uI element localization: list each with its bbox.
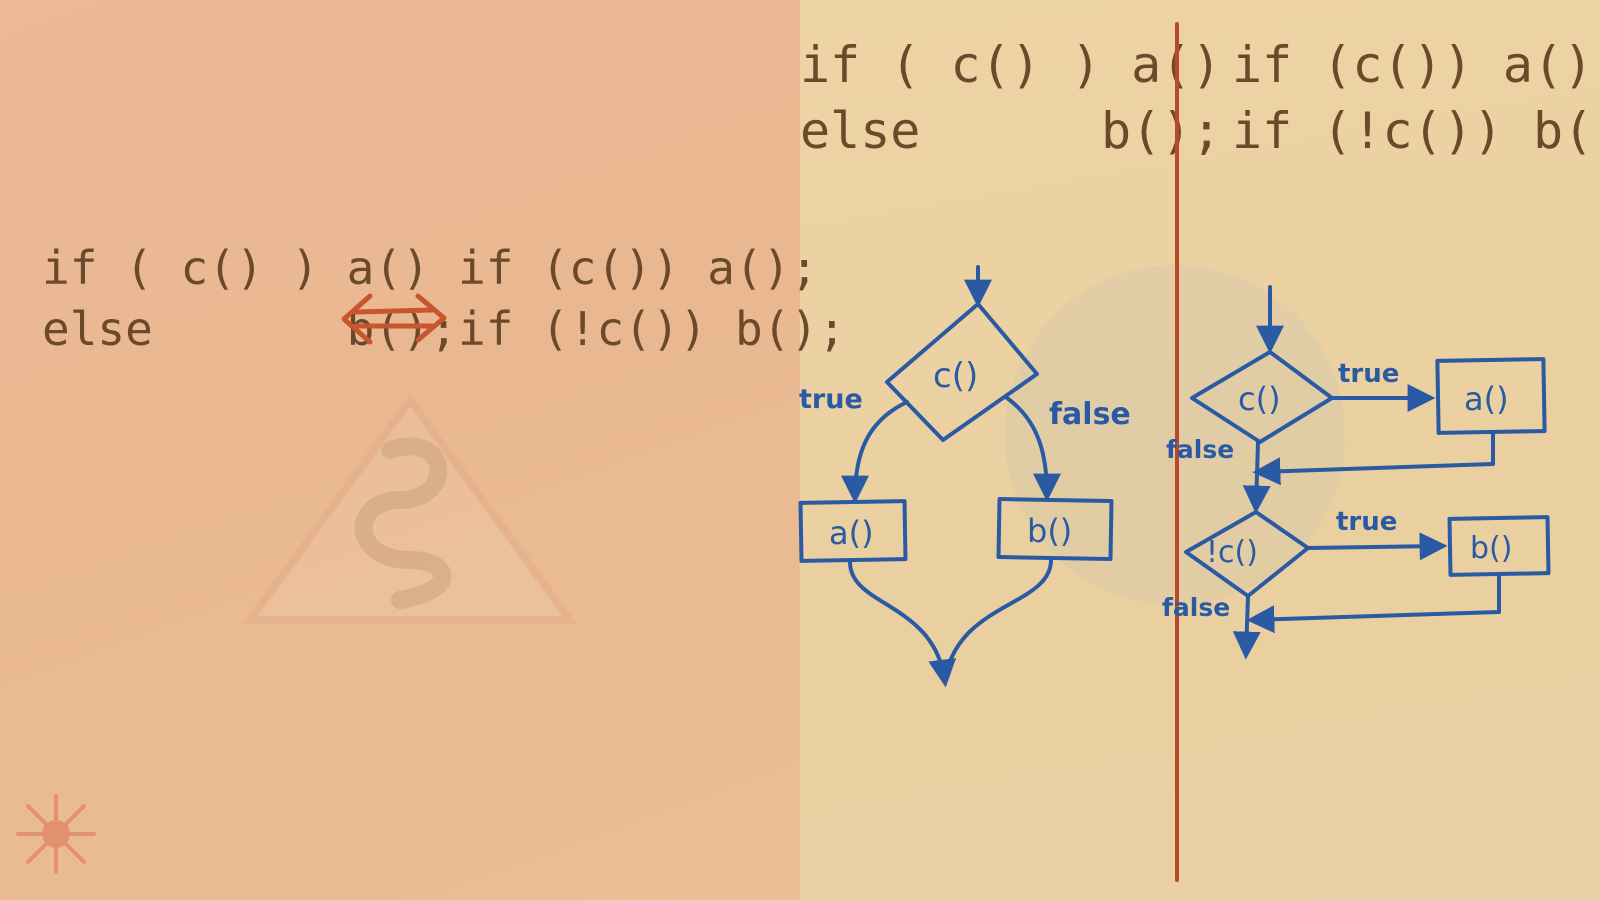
false-label-1: false: [1166, 435, 1234, 464]
code-line: if (!c()) b();: [458, 301, 846, 356]
merge-line-right: [943, 558, 1053, 684]
decision-diamond: [885, 302, 1039, 442]
code-line: if ( c() ) a(): [42, 241, 430, 295]
condition-label-1: c(): [1238, 380, 1281, 418]
true-label-1: true: [1338, 359, 1399, 389]
flowchart-two-ifs: c() true false a() !c() true false b(): [1162, 285, 1551, 660]
true-arrow-2: [1306, 532, 1448, 561]
panel-divider: [1175, 22, 1179, 882]
code-if-else-middle: if ( c() ) a() else b();: [800, 32, 1221, 164]
false-arrow-1: [1242, 440, 1271, 514]
false-branch-arrow: [1005, 396, 1061, 502]
star-icon: [16, 794, 96, 874]
action-label-a: a(): [1464, 380, 1509, 418]
return-arrow-1: [1252, 430, 1495, 486]
false-label: false: [1049, 397, 1131, 432]
code-line: else b();: [800, 102, 1222, 160]
flowchart-if-else: c() true false a() b(): [798, 265, 1131, 688]
double-arrow-icon: [341, 293, 447, 345]
code-if-else: if ( c() ) a() else b();: [42, 238, 457, 359]
code-line: if (c()) a();: [458, 241, 819, 295]
code-two-ifs: if (c()) a(); if (!c()) b();: [458, 238, 846, 359]
condition-label: c(): [933, 356, 978, 396]
action-box-a: [798, 499, 908, 563]
watermark-icon: [242, 393, 578, 624]
condition-label-2: !c(): [1206, 535, 1258, 570]
right-panel: [800, 0, 1600, 900]
merge-line-left: [848, 560, 957, 688]
code-line: if (c()) a();: [1232, 36, 1600, 94]
code-line: if (!c()) b();: [1232, 102, 1600, 160]
true-label: true: [799, 384, 863, 415]
true-label-2: true: [1336, 507, 1397, 537]
code-two-ifs-right: if (c()) a(); if (!c()) b();: [1232, 32, 1600, 164]
exit-arrow: [1232, 594, 1261, 660]
false-label-2: false: [1162, 593, 1230, 622]
code-line: if ( c() ) a(): [800, 36, 1222, 94]
true-branch-arrow: [841, 400, 909, 504]
action-box-b: [996, 497, 1114, 561]
return-arrow-2: [1246, 572, 1501, 634]
action-label-b: b(): [1470, 531, 1512, 566]
action-label-b: b(): [1027, 512, 1072, 550]
action-label-a: a(): [829, 514, 874, 552]
left-panel: [0, 0, 800, 900]
